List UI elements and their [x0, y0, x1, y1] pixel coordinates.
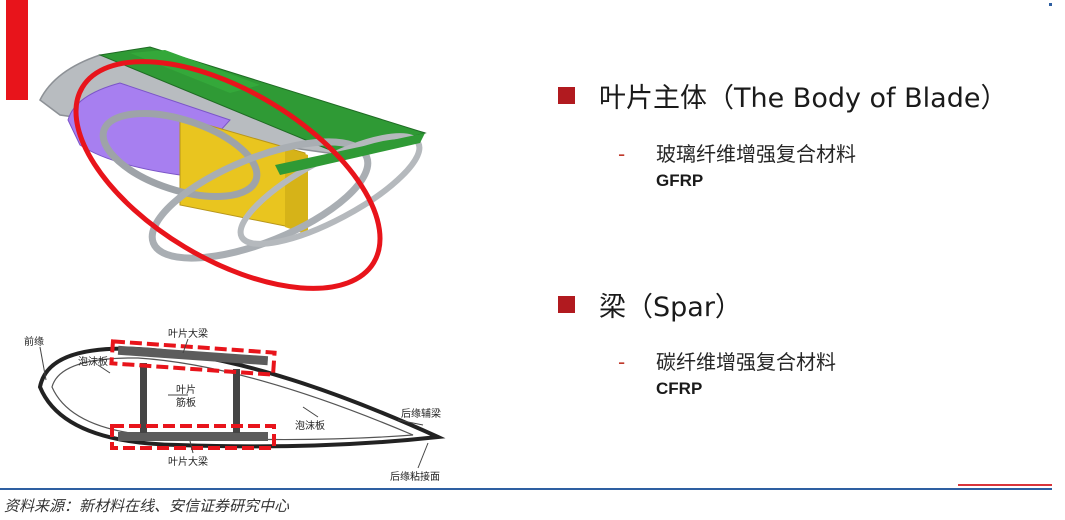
- blade-rib-ring-2: [148, 138, 372, 262]
- shear-web-left: [140, 363, 147, 433]
- source-caption: 资料来源：新材料在线、安信证券研究中心: [4, 497, 290, 515]
- bullet-blade-body: 叶片主体（The Body of Blade）: [558, 76, 1007, 115]
- sub-item-blade-body: - 玻璃纤维增强复合材料 GFRP: [618, 139, 856, 193]
- footer-accent-line: [958, 484, 1052, 486]
- blade-3d-illustration: [39, 46, 427, 291]
- dash-icon: -: [618, 142, 626, 166]
- leader-foam-left: [97, 364, 111, 374]
- leader-spar-bottom: [189, 440, 194, 454]
- label-spar-cap-bottom: 叶片大梁: [168, 455, 208, 468]
- shear-web-right: [233, 369, 240, 433]
- bullet-square-icon: [558, 87, 575, 104]
- label-te-bond: 后缘粘接面: [390, 470, 440, 483]
- label-shear-web-1: 叶片: [176, 383, 196, 396]
- blade-green-lower-edge: [275, 133, 425, 175]
- sub-item-spar-code: CFRP: [656, 379, 703, 398]
- corner-dot: [1049, 3, 1052, 6]
- label-shear-web-2: 筋板: [176, 396, 196, 409]
- blade-cross-section: 前缘 叶片大梁 泡沫板 叶片 筋板 泡沫板 后缘辅梁 叶片大梁 后缘粘接面: [24, 327, 446, 483]
- sub-item-blade-body-code: GFRP: [656, 171, 704, 190]
- dashed-box-bottom: [110, 424, 276, 450]
- sub-item-blade-body-text: 玻璃纤维增强复合材料: [656, 142, 856, 166]
- leader-spar-top: [182, 338, 189, 354]
- sub-item-spar: - 碳纤维增强复合材料 CFRP: [618, 347, 836, 401]
- bullet-square-icon: [558, 296, 575, 313]
- bullet-spar-title: 梁（Spar）: [599, 292, 742, 323]
- bullet-spar: 梁（Spar）: [558, 285, 742, 324]
- label-te-girder: 后缘辅梁: [401, 407, 441, 420]
- dash-icon: -: [618, 350, 626, 374]
- bottom-spar-cap: [118, 432, 268, 441]
- bullet-blade-body-title: 叶片主体（The Body of Blade）: [599, 83, 1008, 114]
- blade-rib-ring-1: [99, 110, 261, 200]
- top-spar-cap: [117, 345, 269, 366]
- leader-te-girder: [397, 419, 424, 426]
- leader-te-bond: [417, 442, 429, 469]
- sub-item-spar-text: 碳纤维增强复合材料: [656, 350, 836, 374]
- leader-foam-right: [302, 406, 319, 418]
- label-leading-edge: 前缘: [24, 335, 44, 348]
- label-spar-cap-top: 叶片大梁: [168, 327, 208, 340]
- red-tab-accent: [6, 0, 28, 100]
- leader-leading-edge: [39, 346, 47, 381]
- label-foam-left: 泡沫板: [78, 355, 108, 368]
- label-foam-right: 泡沫板: [295, 419, 325, 432]
- highlight-ellipse: [73, 59, 383, 291]
- footer-divider: [0, 488, 1052, 490]
